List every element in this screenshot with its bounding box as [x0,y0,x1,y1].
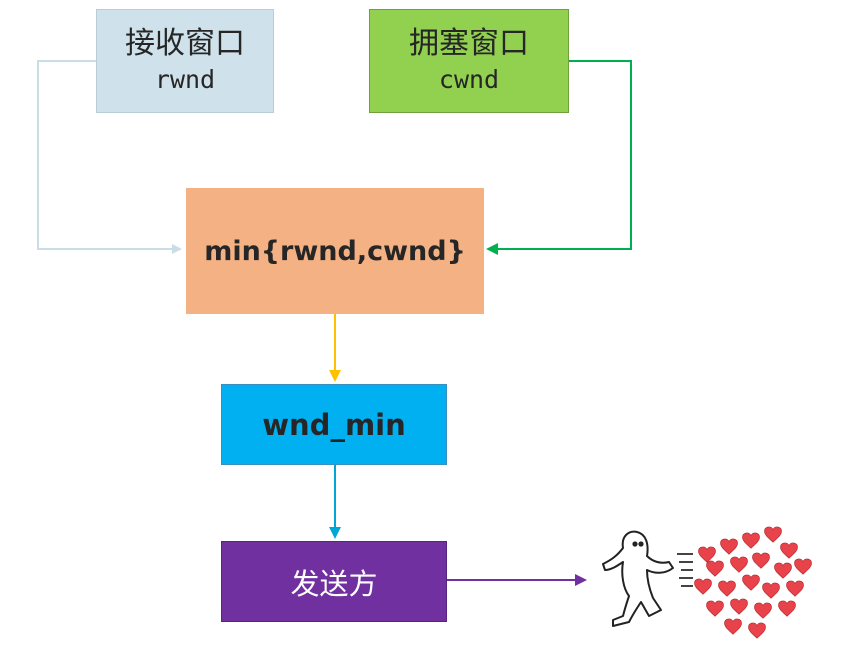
congestion-window-code: cwnd [438,65,500,94]
window-min-label: wnd_min [262,407,406,442]
receive-window-title: 接收窗口 [125,26,245,61]
cartoon-figure-icon [602,530,674,627]
min-function-label: min{rwnd,cwnd} [204,235,466,267]
congestion-window-box: 拥塞窗口 cwnd [369,9,569,113]
receive-window-code: rwnd [154,65,216,94]
receive-window-box: 接收窗口 rwnd [96,9,274,113]
sender-box: 发送方 [221,541,447,622]
congestion-window-title: 拥塞窗口 [409,26,529,61]
motion-lines-icon [677,553,693,587]
sender-label: 发送方 [290,566,378,601]
rwnd-to-min-arrow [37,60,182,254]
hearts-icon [694,526,812,639]
min-function-box: min{rwnd,cwnd} [186,188,484,314]
running-figure-hearts-icon [602,526,812,639]
cwnd-to-min-arrow [486,60,632,255]
window-min-box: wnd_min [221,384,447,465]
